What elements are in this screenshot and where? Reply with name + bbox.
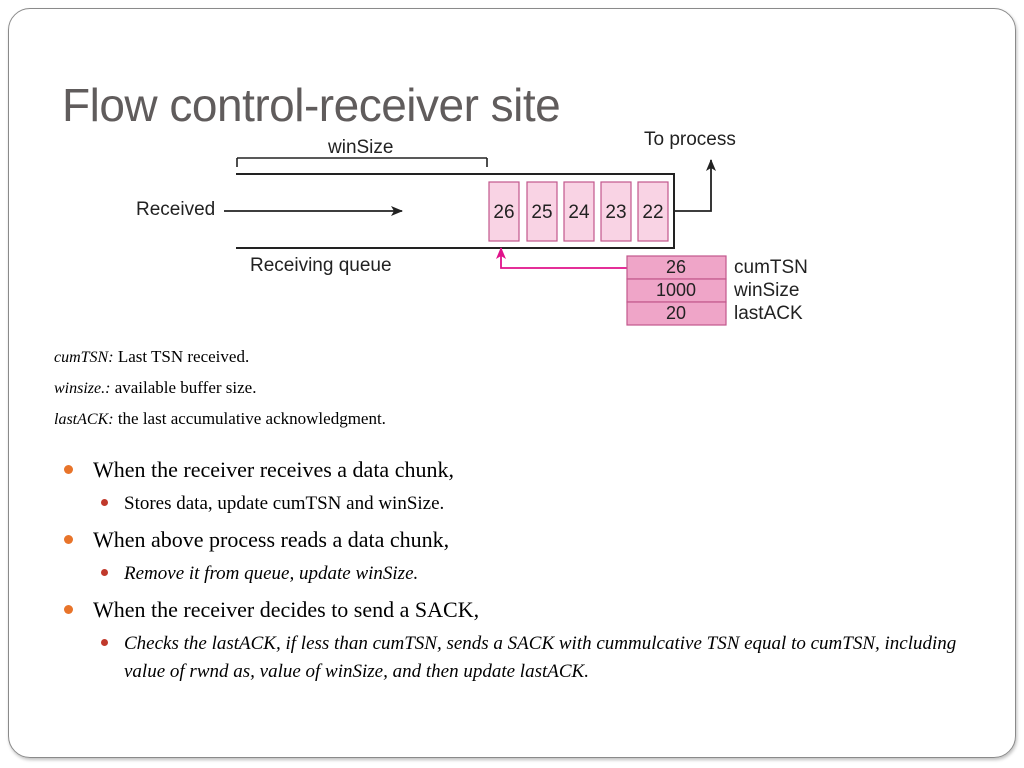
state-value: 26 xyxy=(666,257,686,277)
definition-desc: the last accumulative acknowledgment. xyxy=(113,409,386,428)
bullet-text: When the receiver receives a data chunk, xyxy=(93,457,454,482)
chunk-box xyxy=(600,181,632,242)
definition-desc: available buffer size. xyxy=(110,378,257,397)
slide-frame xyxy=(8,8,1016,758)
cumtsn-pointer-arrow xyxy=(496,247,627,269)
state-name: lastACK xyxy=(734,303,803,324)
definition-row: winsize.: available buffer size. xyxy=(54,373,386,404)
state-name: winSize xyxy=(733,280,799,301)
winsize-bracket xyxy=(236,157,488,167)
definition-row: cumTSN: Last TSN received. xyxy=(54,342,386,373)
bullet-text: When above process reads a data chunk, xyxy=(93,527,450,552)
receiving-queue-label: Receiving queue xyxy=(250,255,392,276)
state-name: cumTSN xyxy=(734,257,808,278)
chunk-box xyxy=(637,181,669,242)
bullet-text: When the receiver decides to send a SACK… xyxy=(93,597,480,622)
slide-title: Flow control-receiver site xyxy=(62,79,561,131)
chunk-list: 26 25 24 23 22 xyxy=(488,181,669,242)
chunk-label: 23 xyxy=(605,202,626,223)
receiver-diagram: winSize Received 26 25 24 23 22 To proce… xyxy=(136,129,808,326)
bullet-item: When the receiver decides to send a SACK… xyxy=(64,596,964,624)
sub-bullet-item: Checks the lastACK, if less than cumTSN,… xyxy=(64,630,964,686)
bullet-dot-icon xyxy=(64,605,73,614)
sub-bullet-dot-icon xyxy=(101,499,108,506)
definition-term: lastACK: xyxy=(54,411,114,428)
sub-bullet-item: Stores data, update cumTSN and winSize. xyxy=(64,490,964,518)
sub-bullet-item: Remove it from queue, update winSize. xyxy=(64,560,964,588)
received-label: Received xyxy=(136,199,215,220)
bullet-dot-icon xyxy=(64,465,73,474)
bullet-item: When the receiver receives a data chunk, xyxy=(64,456,964,484)
definitions: cumTSN: Last TSN received. winsize.: ava… xyxy=(54,342,386,435)
definition-term: cumTSN: xyxy=(54,349,114,366)
to-process-arrow xyxy=(674,159,716,212)
chunk-box xyxy=(563,181,595,242)
definition-desc: Last TSN received. xyxy=(113,347,250,366)
chunk-label: 22 xyxy=(642,202,663,223)
receiver-state-table: 26 cumTSN 1000 winSize 20 lastACK xyxy=(626,255,808,326)
sub-bullet-dot-icon xyxy=(101,639,108,646)
chunk-box xyxy=(488,181,520,242)
winsize-label: winSize xyxy=(327,137,393,158)
to-process-label: To process xyxy=(644,129,736,150)
state-value: 20 xyxy=(666,303,686,323)
sub-bullet-text: Stores data, update cumTSN and winSize. xyxy=(124,493,445,514)
state-cell xyxy=(626,301,727,326)
chunk-label: 26 xyxy=(493,202,514,223)
chunk-label: 24 xyxy=(568,202,590,223)
definition-row: lastACK: the last accumulative acknowled… xyxy=(54,404,386,435)
bullet-list: When the receiver receives a data chunk,… xyxy=(64,456,964,694)
state-value: 1000 xyxy=(656,280,696,300)
sub-bullet-text: Remove it from queue, update winSize. xyxy=(124,563,419,584)
chunk-label: 25 xyxy=(531,202,552,223)
chunk-box xyxy=(526,181,558,242)
sub-bullet-dot-icon xyxy=(101,569,108,576)
sub-bullet-text: Checks the lastACK, if less than cumTSN,… xyxy=(124,633,957,682)
bullet-dot-icon xyxy=(64,535,73,544)
definition-term: winsize.: xyxy=(54,380,111,397)
bullet-item: When above process reads a data chunk, xyxy=(64,526,964,554)
